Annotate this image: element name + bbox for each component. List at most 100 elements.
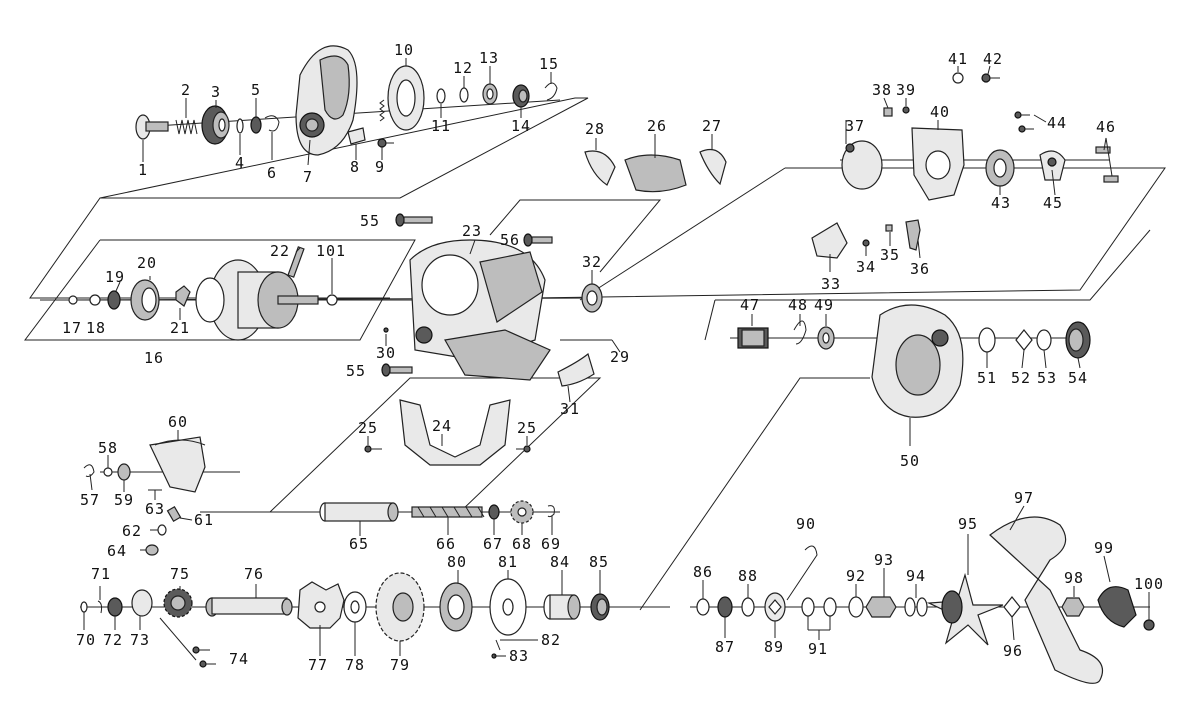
label-part-24: 24 [432, 417, 452, 435]
label-part-39: 39 [896, 81, 916, 99]
part-45-cam [1039, 150, 1066, 181]
level-wind-assembly [83, 436, 555, 556]
part-35-spring [885, 224, 893, 232]
label-part-4: 4 [235, 154, 245, 172]
label-part-48: 48 [788, 296, 808, 314]
label-part-65: 65 [349, 535, 369, 553]
part-69-clip [547, 505, 555, 518]
label-part-10: 10 [394, 41, 414, 59]
part-22-pin [287, 246, 305, 278]
part-number-labels: 1 2 3 4 5 6 7 8 9 10 11 12 13 14 15 16 1… [62, 41, 1163, 674]
part-30-pin [383, 327, 389, 333]
part-55-screw-top [395, 213, 433, 227]
part-100-screw [1143, 619, 1155, 631]
label-part-66: 66 [436, 535, 456, 553]
part-7-side-cover [295, 45, 358, 156]
label-part-37: 37 [845, 117, 865, 135]
label-part-56: 56 [500, 231, 520, 249]
label-part-50: 50 [900, 452, 920, 470]
label-part-40: 40 [930, 103, 950, 121]
label-part-43: 43 [991, 194, 1011, 212]
part-68-gear [510, 500, 534, 524]
label-part-93: 93 [874, 551, 894, 569]
part-38-spring [883, 107, 893, 117]
label-part-35: 35 [880, 246, 900, 264]
label-part-90: 90 [796, 515, 816, 533]
part-11-washer [436, 88, 446, 104]
part-98-nut [1061, 597, 1085, 617]
label-part-64: 64 [107, 542, 127, 560]
part-49-bearing [817, 326, 835, 350]
label-part-82: 82 [541, 631, 561, 649]
label-part-94: 94 [906, 567, 926, 585]
part-13-bearing [482, 83, 498, 105]
part-94-washer-a [904, 597, 916, 617]
part-74-screws [192, 646, 216, 668]
part-50-side-plate [871, 304, 964, 418]
label-part-92: 92 [846, 567, 866, 585]
label-part-71: 71 [91, 565, 111, 583]
thumb-bar-assembly [584, 149, 727, 193]
part-90-spring [786, 545, 818, 601]
part-25-screw-left [364, 445, 382, 453]
part-17-e-ring [68, 295, 78, 305]
label-part-36: 36 [910, 260, 930, 278]
label-part-8: 8 [350, 158, 360, 176]
part-10-brake-ring [379, 65, 425, 131]
part-15-clip [544, 82, 558, 101]
label-part-87: 87 [715, 638, 735, 656]
label-part-54: 54 [1068, 369, 1088, 387]
part-3-cast-control-knob [201, 105, 230, 145]
reel-foot-assembly [364, 399, 531, 466]
part-53-washer [1036, 329, 1052, 351]
part-40-plate [911, 127, 965, 201]
part-61-pawl [166, 505, 182, 523]
label-part-52: 52 [1011, 369, 1031, 387]
part-78-washer [343, 591, 367, 623]
label-part-16: 16 [144, 349, 164, 367]
label-part-59: 59 [114, 491, 134, 509]
part-86-washer [696, 598, 710, 616]
label-part-74: 74 [229, 650, 249, 668]
part-47-pinion [737, 327, 769, 349]
part-14-bearing [512, 84, 530, 108]
label-part-18: 18 [86, 319, 106, 337]
part-95-star-drag [926, 572, 1004, 646]
part-44-screws [1014, 111, 1034, 133]
label-part-81: 81 [498, 553, 518, 571]
label-part-30: 30 [376, 344, 396, 362]
part-31-cover [557, 352, 595, 387]
label-part-55-bottom: 55 [346, 362, 366, 380]
part-91-washer-a [801, 597, 815, 617]
label-part-41: 41 [948, 50, 968, 68]
part-87-bearing [717, 596, 733, 618]
label-part-101: 101 [316, 242, 346, 260]
part-56-screw [523, 233, 553, 247]
label-part-11: 11 [431, 117, 451, 135]
label-part-62: 62 [122, 522, 142, 540]
label-part-5: 5 [251, 81, 261, 99]
part-27-cover [699, 149, 727, 186]
part-26-thumb-bar [624, 154, 687, 193]
label-part-95: 95 [958, 515, 978, 533]
label-part-70: 70 [76, 631, 96, 649]
label-part-32: 32 [582, 253, 602, 271]
part-54-nut [1065, 321, 1091, 359]
label-part-31: 31 [560, 400, 580, 418]
part-23-frame [409, 239, 546, 361]
label-part-44: 44 [1047, 114, 1067, 132]
label-part-84: 84 [550, 553, 570, 571]
label-part-57: 57 [80, 491, 100, 509]
part-84-sleeve [543, 594, 581, 620]
part-65-tube [319, 502, 399, 522]
label-part-67: 67 [483, 535, 503, 553]
part-24-reel-foot [399, 399, 511, 466]
part-67-bearing [488, 504, 500, 520]
label-part-28: 28 [585, 120, 605, 138]
label-part-89: 89 [764, 638, 784, 656]
part-85-bearing [590, 593, 610, 621]
part-101-o-ring [326, 294, 338, 306]
part-18-washer [89, 294, 101, 306]
part-58-washer [103, 467, 113, 477]
part-79-main-gear [375, 572, 425, 642]
